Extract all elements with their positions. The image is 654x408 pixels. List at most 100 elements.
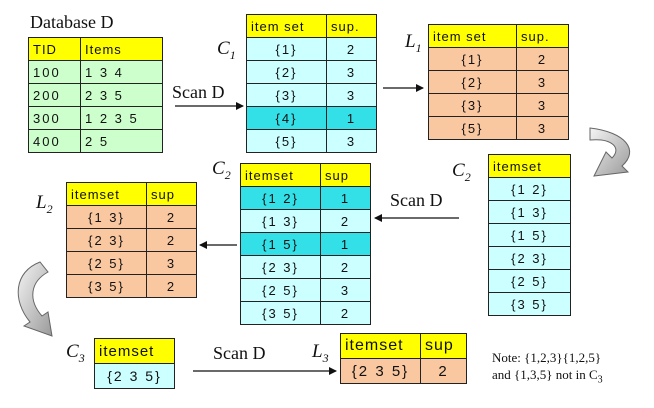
- c1-label: C1: [217, 38, 236, 63]
- table-header-row: itemset: [488, 154, 571, 178]
- l3-table: itemset sup {2 3 5}2: [340, 333, 467, 384]
- l1-label: L1: [405, 31, 422, 56]
- c3-label-sub: 3: [78, 350, 85, 365]
- c1-label-sub: 1: [229, 47, 236, 62]
- support-cell: 3: [326, 129, 377, 153]
- table-row: {1}2: [246, 37, 377, 61]
- itemset-cell: {2}: [428, 70, 517, 94]
- table-row: {3 5}: [488, 292, 571, 316]
- tid-cell: 400: [28, 129, 81, 153]
- l1-table: item set sup. {1}2 {2}3 {3}3 {5}3: [428, 24, 569, 140]
- items-cell: 1 3 4: [80, 60, 163, 84]
- table-row: {5}3: [428, 116, 569, 140]
- table-header-row: itemset: [94, 338, 175, 364]
- support-cell: 2: [420, 358, 467, 384]
- support-cell: 2: [146, 274, 197, 298]
- table-header-row: itemset sup: [240, 163, 371, 187]
- support-cell: 2: [320, 301, 371, 325]
- table-header-row: item set sup.: [428, 24, 569, 48]
- tid-cell: 200: [28, 83, 81, 107]
- header-support: sup: [420, 333, 467, 359]
- c3-table: itemset {2 3 5}: [94, 338, 175, 389]
- note-line-2-sub: 3: [597, 374, 603, 386]
- curved-arrow-l1-c2: [589, 127, 631, 177]
- table-row: {1 5}: [488, 223, 571, 247]
- l1-label-letter: L: [405, 31, 416, 52]
- table-header-row: itemset sup: [66, 182, 197, 206]
- header-itemset: itemset: [66, 182, 147, 206]
- c2-right-label-letter: C: [452, 160, 465, 181]
- support-cell: 2: [320, 209, 371, 233]
- table-row: {3 5}2: [240, 301, 371, 325]
- support-cell: 3: [516, 70, 569, 94]
- support-cell: 1: [326, 106, 377, 130]
- itemset-cell: {3 5}: [488, 292, 571, 316]
- header-support: sup: [320, 163, 371, 187]
- itemset-cell: {5}: [428, 116, 517, 140]
- table-row: {2}3: [246, 60, 377, 84]
- table-row: {5}3: [246, 129, 377, 153]
- support-cell: 3: [516, 93, 569, 117]
- c1-table: item set sup. {1}2 {2}3 {3}3 {4}1 {5}3: [246, 14, 377, 153]
- header-items: Items: [80, 37, 163, 61]
- items-cell: 2 5: [80, 129, 163, 153]
- header-itemset: itemset: [240, 163, 321, 187]
- l1-label-sub: 1: [415, 40, 422, 55]
- header-itemset: itemset: [94, 338, 175, 364]
- c2-mid-label-sub: 2: [224, 167, 231, 182]
- note-line-1: Note: {1,2,3}{1,2,5}: [492, 350, 602, 365]
- table-row: {1 3}: [488, 200, 571, 224]
- header-itemset: item set: [246, 14, 327, 38]
- table-row: {1 2}: [488, 177, 571, 201]
- items-cell: 1 2 3 5: [80, 106, 163, 130]
- itemset-cell: {1 3}: [488, 200, 571, 224]
- table-header-row: itemset sup: [340, 333, 467, 359]
- support-cell: 2: [146, 228, 197, 252]
- itemset-cell: {3 5}: [66, 274, 147, 298]
- l2-label: L2: [36, 192, 53, 217]
- table-row: {2 5}3: [240, 278, 371, 302]
- table-row: {2 3 5}2: [340, 358, 467, 384]
- header-itemset: item set: [428, 24, 517, 48]
- support-cell: 1: [320, 186, 371, 210]
- support-cell: 3: [326, 83, 377, 107]
- table-row: {2 5}: [488, 269, 571, 293]
- l2-label-letter: L: [36, 192, 47, 213]
- itemset-cell: {1 5}: [488, 223, 571, 247]
- itemset-cell: {1 3}: [66, 205, 147, 229]
- curved-arrow-l2-c3: [17, 261, 53, 337]
- itemset-cell: {3}: [246, 83, 327, 107]
- table-row: {3}3: [246, 83, 377, 107]
- support-cell: 3: [320, 278, 371, 302]
- l2-table: itemset sup {1 3}2 {2 3}2 {2 5}3 {3 5}2: [66, 182, 197, 298]
- table-header-row: TID Items: [28, 37, 163, 61]
- table-row: {2 3}2: [240, 255, 371, 279]
- c3-label-letter: C: [66, 341, 79, 362]
- itemset-cell: {1 2}: [488, 177, 571, 201]
- items-cell: 2 3 5: [80, 83, 163, 107]
- header-support: sup.: [326, 14, 377, 38]
- itemset-cell: {2 3}: [488, 246, 571, 270]
- l3-label-letter: L: [312, 341, 323, 362]
- scan-label-2: Scan D: [390, 190, 443, 210]
- l3-label-sub: 3: [322, 350, 329, 365]
- table-row: {3 5}2: [66, 274, 197, 298]
- itemset-cell: {2}: [246, 60, 327, 84]
- itemset-cell: {5}: [246, 129, 327, 153]
- itemset-cell: {2 3 5}: [340, 358, 421, 384]
- itemset-cell: {2 5}: [488, 269, 571, 293]
- support-cell: 2: [516, 47, 569, 71]
- support-cell: 1: [320, 232, 371, 256]
- itemset-cell: {1 2}: [240, 186, 321, 210]
- note-text: Note: {1,2,3}{1,2,5} and {1,3,5} not in …: [492, 349, 603, 389]
- table-row: {2}3: [428, 70, 569, 94]
- header-support: sup: [146, 182, 197, 206]
- itemset-cell: {1}: [246, 37, 327, 61]
- support-cell: 2: [326, 37, 377, 61]
